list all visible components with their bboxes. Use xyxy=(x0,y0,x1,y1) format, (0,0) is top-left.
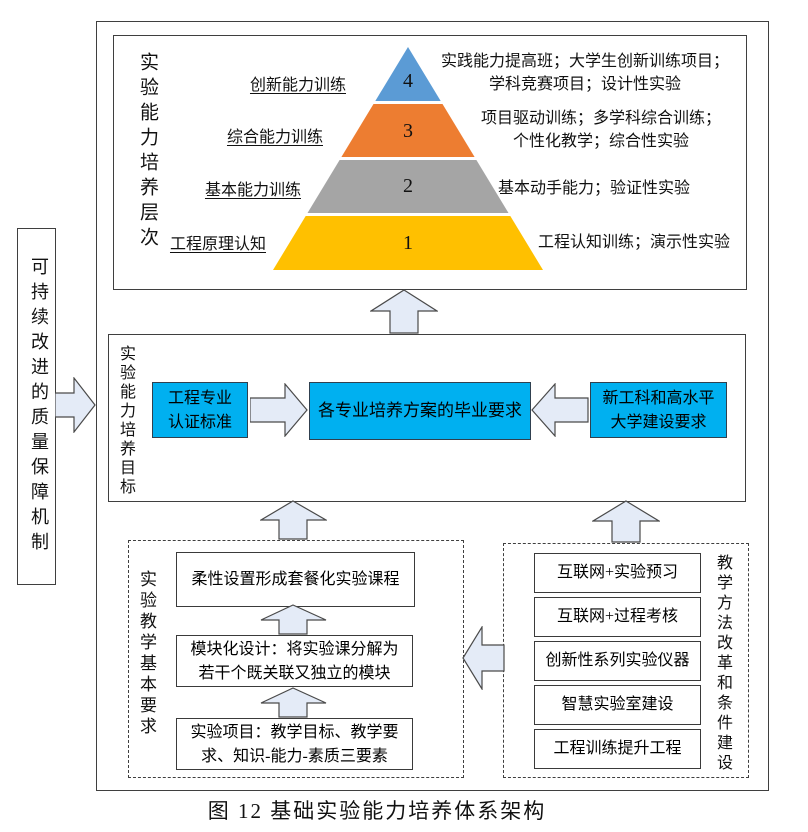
level-2-name: 基本能力训练 xyxy=(204,182,301,199)
modular-design-box: 模块化设计：将实验课分解为 若干个既关联又独立的模块 xyxy=(176,635,413,687)
pyramid-level-4-shape xyxy=(375,47,441,101)
experiment-project-box: 实验项目：教学目标、教学要 求、知识-能力-素质三要素 xyxy=(176,718,413,770)
experiment-project-line2: 求、知识-能力-素质三要素 xyxy=(201,748,388,765)
level-3-desc-line1: 项目驱动训练；多学科综合训练； xyxy=(480,110,721,127)
modular-design-line1: 模块化设计：将实验课分解为 xyxy=(190,641,399,658)
level-4-desc: 实践能力提高班；大学生创新训练项目； 学科竞赛项目；设计性实验 xyxy=(425,50,745,96)
arrow-cert-to-graduation xyxy=(250,383,308,437)
arrow-methods-to-requirements xyxy=(462,626,505,690)
training-levels-section xyxy=(113,35,747,290)
arrow-quality-to-goals xyxy=(55,377,96,433)
level-3-name: 综合能力训练 xyxy=(226,129,323,146)
arrow-goals-to-levels xyxy=(370,289,438,334)
method-item-internet-assessment: 互联网+过程考核 xyxy=(534,597,701,637)
method-item-innovative-instruments: 创新性系列实验仪器 xyxy=(534,641,701,681)
level-3-desc-line2: 个性化教学；综合性实验 xyxy=(512,133,689,150)
level-1-name: 工程原理认知 xyxy=(169,236,266,253)
quality-assurance-box: 可持续改进的质量保障机制 xyxy=(17,228,56,585)
experiment-project-line1: 实验项目：教学目标、教学要 xyxy=(190,724,399,741)
pyramid-level-1-shape xyxy=(273,216,543,270)
teaching-requirements-side-label: 实验教学基本要求 xyxy=(137,570,156,738)
training-goals-section xyxy=(108,334,746,502)
level-4-desc-line1: 实践能力提高班；大学生创新训练项目； xyxy=(440,53,729,70)
level-4-name: 创新能力训练 xyxy=(249,77,346,94)
method-item-internet-preview: 互联网+实验预习 xyxy=(534,553,701,593)
level-4-desc-line2: 学科竞赛项目；设计性实验 xyxy=(488,76,681,93)
pyramid-level-3-shape xyxy=(341,104,475,157)
arrow-newengineering-to-graduation xyxy=(531,383,589,437)
cert-standard-line2: 认证标准 xyxy=(167,414,232,431)
new-engineering-line2: 大学建设要求 xyxy=(610,414,707,431)
method-item-engineering-training: 工程训练提升工程 xyxy=(534,729,701,769)
arrow-methods-to-goals xyxy=(592,500,660,543)
training-goals-side-label: 实验能力培养目标 xyxy=(117,345,134,497)
pyramid xyxy=(273,47,543,270)
graduation-requirements-box: 各专业培养方案的毕业要求 xyxy=(309,382,531,440)
pyramid-level-1-number: 1 xyxy=(403,232,413,254)
outer-frame xyxy=(96,21,769,791)
cert-standard-line1: 工程专业 xyxy=(167,390,232,407)
training-levels-side-label: 实验能力培养层次 xyxy=(137,52,158,252)
level-1-desc: 工程认知训练；演示性实验 xyxy=(537,234,730,251)
new-engineering-box: 新工科和高水平 大学建设要求 xyxy=(590,382,727,438)
pyramid-level-4-number: 4 xyxy=(403,70,413,92)
quality-assurance-label: 可持续改进的质量保障机制 xyxy=(29,257,49,557)
arrow-requirements-to-goals xyxy=(260,500,327,540)
flexible-courses-box: 柔性设置形成套餐化实验课程 xyxy=(176,552,415,607)
modular-design-line2: 若干个既关联又独立的模块 xyxy=(198,665,391,682)
teaching-methods-side-label: 教学方法改革和条件建设 xyxy=(714,554,731,774)
method-item-smart-lab: 智慧实验室建设 xyxy=(534,685,701,725)
figure-caption: 图 12 基础实验能力培养体系架构 xyxy=(207,799,547,823)
level-3-desc: 项目驱动训练；多学科综合训练； 个性化教学；综合性实验 xyxy=(458,107,744,153)
pyramid-level-2-number: 2 xyxy=(403,175,413,197)
arrow-modular-to-flexible xyxy=(260,604,327,635)
pyramid-level-3-number: 3 xyxy=(403,120,413,142)
new-engineering-line1: 新工科和高水平 xyxy=(602,390,715,407)
cert-standard-box: 工程专业 认证标准 xyxy=(152,382,248,438)
arrow-project-to-modular xyxy=(260,687,327,718)
level-2-desc: 基本动手能力；验证性实验 xyxy=(497,180,690,197)
pyramid-level-2-shape xyxy=(307,160,509,213)
